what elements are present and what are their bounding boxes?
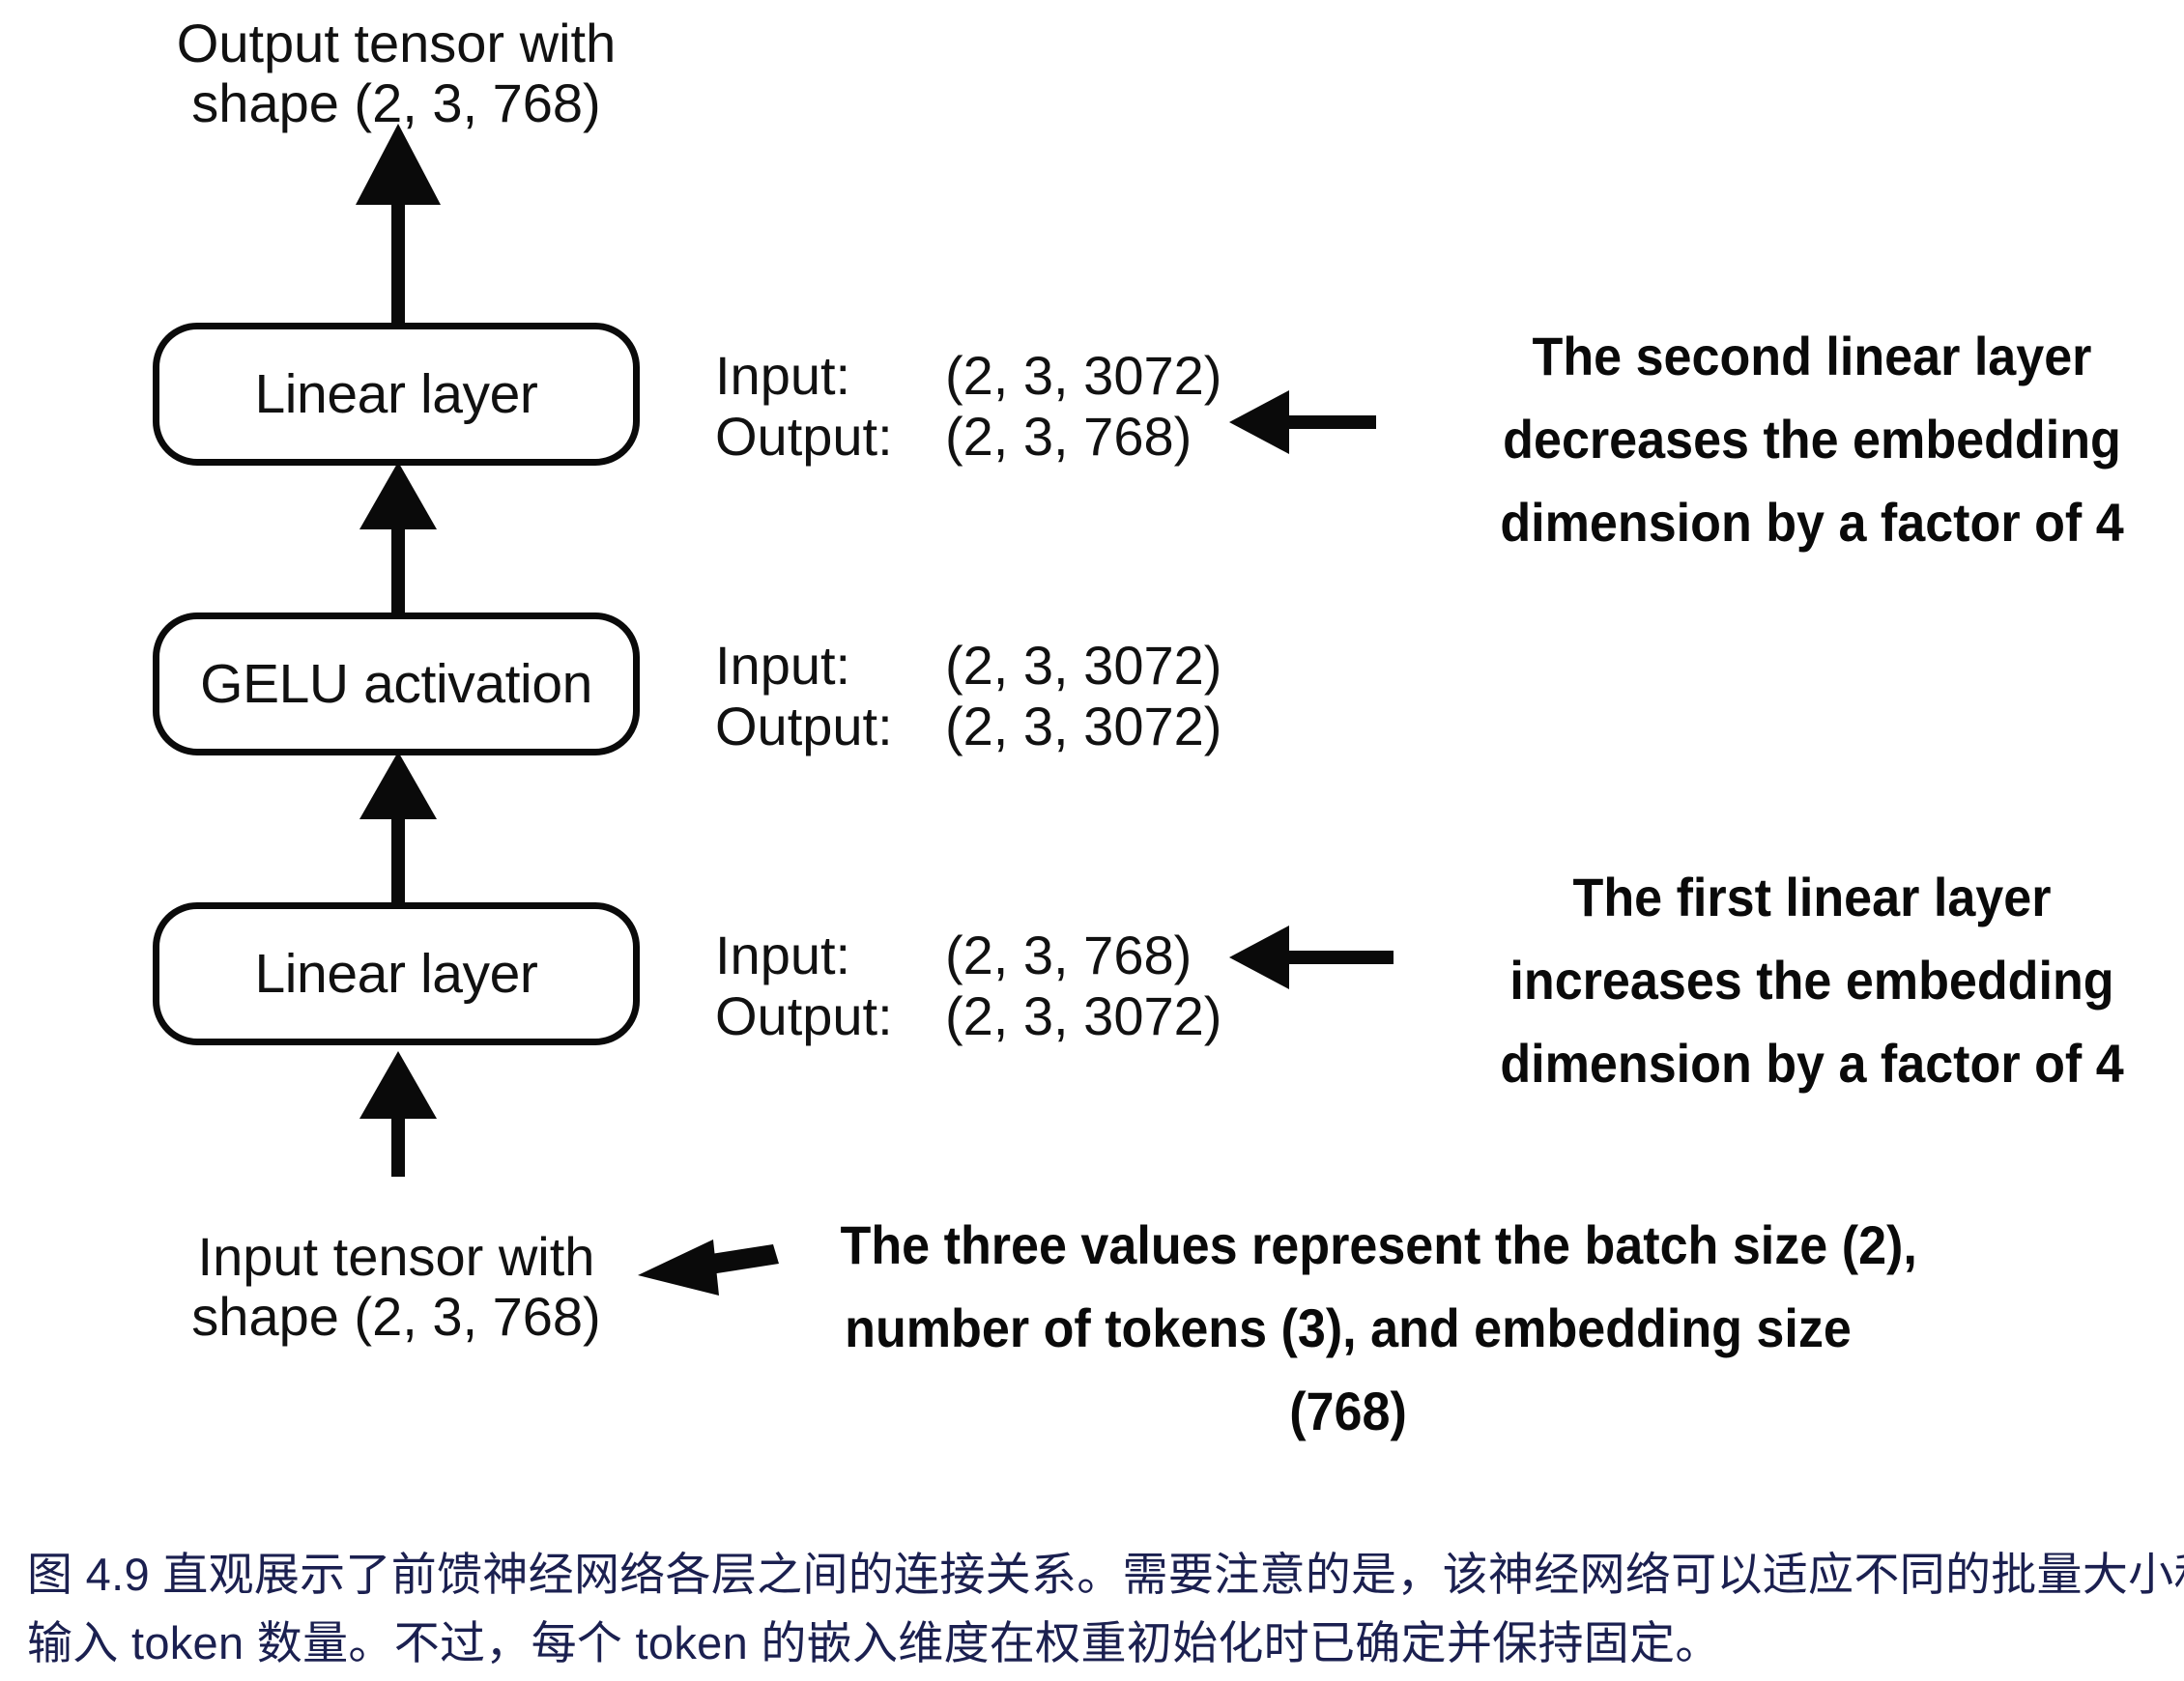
arrow-annotation-second-linear <box>1229 390 1376 454</box>
io-spec-gelu-output-row: Output: (2, 3, 3072) <box>715 695 1222 757</box>
io-input-value: (2, 3, 768) <box>945 925 1193 985</box>
block-linear-layer-bottom[interactable]: Linear layer <box>153 902 640 1045</box>
block-linear-layer-top-label: Linear layer <box>254 362 538 425</box>
io-spec-linear-top-input-row: Input: (2, 3, 3072) <box>715 345 1222 407</box>
io-spec-linear-top: Input: (2, 3, 3072) Output: (2, 3, 768) <box>715 345 1222 468</box>
output-tensor-line-1: Output tensor with <box>176 13 617 73</box>
annotation-second-line-3: dimension by a factor of 4 <box>1500 492 2124 554</box>
annotation-three-line-3: (768) <box>1289 1381 1407 1442</box>
annotation-second-line-1: The second linear layer <box>1532 326 2092 386</box>
io-output-value: (2, 3, 768) <box>945 405 1193 467</box>
block-gelu-activation-label: GELU activation <box>200 652 592 715</box>
arrow-annotation-first-linear <box>1229 926 1394 989</box>
input-tensor-line-1: Input tensor with <box>197 1226 595 1287</box>
annotation-first-line-3: dimension by a factor of 4 <box>1500 1033 2124 1095</box>
annotation-second-line-2: decreases the embedding <box>1503 409 2121 470</box>
io-spec-linear-bottom-input-row: Input: (2, 3, 768) <box>715 925 1221 986</box>
block-linear-layer-bottom-label: Linear layer <box>254 942 538 1005</box>
block-linear-layer-top[interactable]: Linear layer <box>153 323 640 466</box>
io-spec-linear-bottom: Input: (2, 3, 768) Output: (2, 3, 3072) <box>715 925 1222 1047</box>
arrow-gelu-to-linear-top <box>359 462 437 614</box>
io-input-value: (2, 3, 3072) <box>945 635 1222 696</box>
io-spec-linear-top-output-row: Output: (2, 3, 768) <box>715 405 1221 468</box>
io-input-key: Input: <box>715 925 851 985</box>
io-input-key: Input: <box>715 635 851 696</box>
annotation-first-linear-layer: The first linear layer increases the emb… <box>1480 856 2144 1106</box>
io-output-value: (2, 3, 3072) <box>945 984 1222 1046</box>
figure-caption-line-1: 图 4.9 直观展示了前馈神经网络各层之间的连接关系。需要注意的是，该神经网络可… <box>27 1549 2184 1600</box>
annotation-three-values: The three values represent the batch siz… <box>840 1204 1917 1454</box>
output-tensor-label: Output tensor with shape (2, 3, 768) <box>0 14 792 132</box>
annotation-three-line-2: number of tokens (3), and embedding size <box>845 1297 1852 1359</box>
io-spec-gelu-input-row: Input: (2, 3, 3072) <box>715 635 1222 697</box>
arrow-input-up <box>359 1051 437 1177</box>
io-input-value: (2, 3, 3072) <box>945 345 1222 406</box>
block-gelu-activation[interactable]: GELU activation <box>153 613 640 755</box>
annotation-three-line-1: The three values represent the batch siz… <box>840 1214 1917 1275</box>
io-output-key: Output: <box>715 984 893 1046</box>
figure-caption: 图 4.9 直观展示了前馈神经网络各层之间的连接关系。需要注意的是，该神经网络可… <box>27 1540 2184 1678</box>
io-output-value: (2, 3, 3072) <box>945 695 1222 756</box>
annotation-first-line-2: increases the embedding <box>1509 950 2114 1011</box>
arrow-output-up <box>356 124 441 325</box>
arrow-linear-bottom-to-gelu <box>359 752 437 904</box>
io-output-key: Output: <box>715 695 893 756</box>
annotation-second-linear-layer: The second linear layer decreases the em… <box>1480 315 2144 565</box>
io-output-key: Output: <box>715 405 893 467</box>
io-input-key: Input: <box>715 345 851 406</box>
io-spec-gelu: Input: (2, 3, 3072) Output: (2, 3, 3072) <box>715 635 1222 757</box>
output-tensor-line-2: shape (2, 3, 768) <box>191 71 601 133</box>
input-tensor-label: Input tensor with shape (2, 3, 768) <box>0 1227 792 1346</box>
annotation-first-line-1: The first linear layer <box>1572 867 2052 927</box>
input-tensor-line-2: shape (2, 3, 768) <box>191 1285 601 1347</box>
io-spec-linear-bottom-output-row: Output: (2, 3, 3072) <box>715 984 1222 1047</box>
figure-caption-line-2: 输入 token 数量。不过，每个 token 的嵌入维度在权重初始化时已确定并… <box>27 1617 1721 1669</box>
